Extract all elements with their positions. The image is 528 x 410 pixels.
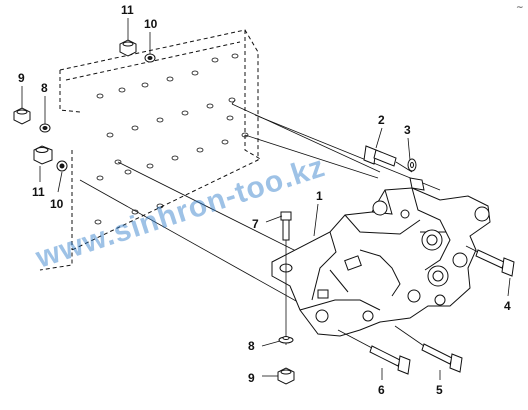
bolt-6 xyxy=(337,329,411,375)
engine-mount-bracket xyxy=(271,187,491,337)
callout-4: 4 xyxy=(504,299,511,313)
bolt-4 xyxy=(465,245,515,277)
bolt-2 xyxy=(363,145,413,173)
washer-10-left xyxy=(56,160,68,172)
callout-1: 1 xyxy=(316,189,323,203)
corner-mark: ~ xyxy=(516,3,524,13)
callout-numbers: 11 10 9 8 11 10 2 3 1 7 4 8 9 6 5 xyxy=(18,3,511,397)
frame-holes xyxy=(94,53,249,225)
callout-11-top: 11 xyxy=(121,3,134,17)
washer-8-bottom xyxy=(278,336,294,344)
washer-10-top xyxy=(144,53,156,63)
callout-2: 2 xyxy=(378,113,385,127)
callout-11-left: 11 xyxy=(32,185,45,199)
callout-10-left: 10 xyxy=(50,197,64,211)
callout-3: 3 xyxy=(404,123,411,137)
washer-8-left xyxy=(39,123,51,133)
callout-10-top: 10 xyxy=(144,17,158,31)
frame-rail-phantom xyxy=(39,29,263,271)
callout-9-bottom: 9 xyxy=(248,371,255,385)
nut-9-bottom xyxy=(277,367,295,385)
leader-lines xyxy=(21,18,511,380)
washer-3 xyxy=(407,158,425,191)
callout-9-left: 9 xyxy=(18,71,25,85)
assembly-axis-lines xyxy=(79,99,441,321)
bolt-7 xyxy=(280,211,292,345)
callout-5: 5 xyxy=(436,383,443,397)
callout-8-bottom: 8 xyxy=(248,339,255,353)
bolt-5 xyxy=(394,325,463,373)
callout-7: 7 xyxy=(252,217,259,231)
nut-9-left xyxy=(13,107,31,125)
callout-8-left: 8 xyxy=(41,81,48,95)
nut-11-top xyxy=(119,39,137,57)
nut-11-left xyxy=(33,145,53,165)
callout-6: 6 xyxy=(378,383,385,397)
